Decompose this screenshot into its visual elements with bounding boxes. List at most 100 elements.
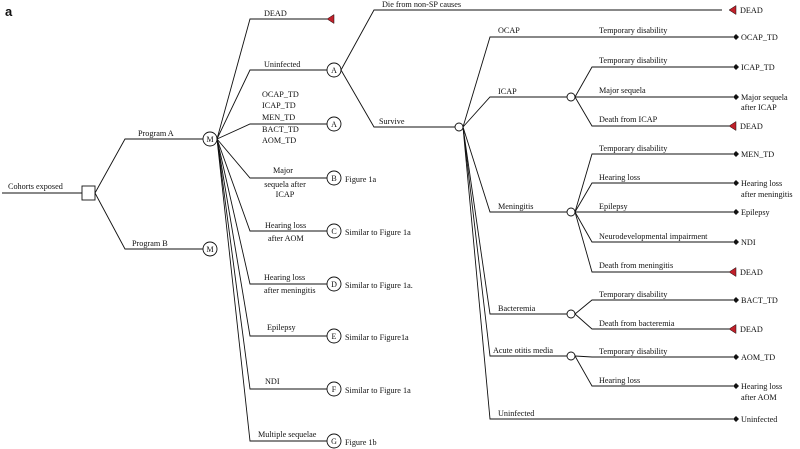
- svg-text:Uninfected: Uninfected: [741, 415, 777, 424]
- svg-text:ICAP: ICAP: [276, 190, 295, 199]
- root-branch: Cohorts exposed Program A Program B: [2, 129, 203, 250]
- svg-text:A: A: [331, 120, 337, 129]
- svg-text:M: M: [206, 135, 213, 144]
- reference-d: Similar to Figure 1a.: [345, 281, 413, 290]
- panel-label: a: [5, 4, 13, 19]
- svg-text:M: M: [206, 245, 213, 254]
- chance-node-m-a: M: [202, 131, 218, 147]
- program-b-label: Program B: [132, 239, 168, 248]
- svg-text:Acute otitis media: Acute otitis media: [493, 346, 553, 355]
- svg-text:Epilepsy: Epilepsy: [599, 202, 629, 211]
- chance-node-g: G: [326, 433, 342, 449]
- svg-text:Hearing loss: Hearing loss: [265, 221, 306, 230]
- svg-text:Hearing loss: Hearing loss: [741, 179, 782, 188]
- dead-terminal-icon: [728, 324, 737, 334]
- chance-node-meningitis: [566, 207, 576, 217]
- svg-text:after AOM: after AOM: [741, 393, 777, 402]
- svg-text:OCAP_TD: OCAP_TD: [741, 33, 778, 42]
- svg-text:Major sequela: Major sequela: [599, 86, 646, 95]
- chance-node-a-2: A: [326, 116, 342, 132]
- svg-text:Temporary disability: Temporary disability: [599, 290, 668, 299]
- svg-text:BACT_TD: BACT_TD: [741, 296, 778, 305]
- dead-terminal-icon: [728, 5, 737, 15]
- svg-text:Survive: Survive: [379, 117, 405, 126]
- terminal-diamond-icons: [733, 34, 739, 422]
- svg-text:after AOM: after AOM: [268, 234, 304, 243]
- chance-node-b: B: [326, 170, 342, 186]
- chance-node-m-b: M: [202, 241, 218, 257]
- branch-hearing-loss-men: Hearing loss after meningitis: [264, 273, 316, 295]
- chance-node-a-1: A: [326, 62, 342, 78]
- svg-text:AOM_TD: AOM_TD: [262, 136, 296, 145]
- svg-text:sequela after: sequela after: [264, 180, 306, 189]
- branch-td-list: OCAP_TD ICAP_TD MEN_TD BACT_TD AOM_TD: [262, 90, 299, 145]
- branch-uninfected-label: Uninfected: [264, 60, 300, 69]
- chance-node-survive: [454, 122, 464, 132]
- svg-text:OCAP: OCAP: [498, 26, 520, 35]
- svg-text:A: A: [331, 66, 337, 75]
- svg-text:Temporary disability: Temporary disability: [599, 56, 668, 65]
- svg-text:after meningitis: after meningitis: [741, 190, 793, 199]
- svg-text:ICAP_TD: ICAP_TD: [741, 63, 775, 72]
- svg-text:Epilepsy: Epilepsy: [741, 208, 771, 217]
- chance-node-f: F: [326, 381, 342, 397]
- reference-e: Similar to Figure1a: [345, 333, 409, 342]
- svg-text:Temporary disability: Temporary disability: [599, 144, 668, 153]
- dead-terminal-icon: [326, 14, 335, 24]
- svg-text:Major sequela: Major sequela: [741, 93, 788, 102]
- reference-g: Figure 1b: [345, 438, 377, 447]
- chance-node-bacteremia: [566, 309, 576, 319]
- program-a-branches: [216, 18, 327, 442]
- root-label: Cohorts exposed: [8, 182, 63, 191]
- branch-hearing-loss-aom: Hearing loss after AOM: [265, 221, 306, 243]
- chance-node-d: D: [326, 276, 342, 292]
- svg-text:Die from non-SP causes: Die from non-SP causes: [382, 0, 461, 9]
- branch-multiple-sequelae-label: Multiple sequelae: [258, 430, 317, 439]
- branch-epilepsy-label: Epilepsy: [267, 323, 297, 332]
- chance-node-e: E: [326, 328, 342, 344]
- reference-b: Figure 1a: [345, 175, 377, 184]
- svg-text:OCAP_TD: OCAP_TD: [262, 90, 299, 99]
- svg-text:DEAD: DEAD: [740, 6, 763, 15]
- svg-text:Death from meningitis: Death from meningitis: [599, 261, 673, 270]
- reference-c: Similar to Figure 1a: [345, 228, 411, 237]
- svg-text:ICAP: ICAP: [498, 87, 517, 96]
- dead-terminal-icon: [728, 121, 737, 131]
- svg-text:Meningitis: Meningitis: [498, 202, 533, 211]
- program-a-label: Program A: [138, 129, 174, 138]
- chance-node-aom: [566, 351, 576, 361]
- svg-text:Uninfected: Uninfected: [498, 409, 534, 418]
- chance-node-icap: [566, 92, 576, 102]
- svg-text:G: G: [331, 437, 337, 446]
- svg-text:Hearing loss: Hearing loss: [599, 173, 640, 182]
- branch-major-sequela: Major sequela after ICAP: [264, 166, 306, 199]
- svg-text:ICAP_TD: ICAP_TD: [262, 101, 296, 110]
- dead-terminal-icon: [728, 267, 737, 277]
- svg-text:Hearing loss: Hearing loss: [264, 273, 305, 282]
- subtree-a: Die from non-SP causes Survive DEAD OCAP…: [340, 0, 793, 424]
- svg-text:after ICAP: after ICAP: [741, 103, 777, 112]
- svg-text:MEN_TD: MEN_TD: [262, 113, 295, 122]
- svg-text:Bacteremia: Bacteremia: [498, 304, 536, 313]
- svg-text:Death from bacteremia: Death from bacteremia: [599, 319, 675, 328]
- svg-text:Temporary disability: Temporary disability: [599, 26, 668, 35]
- svg-text:DEAD: DEAD: [740, 268, 763, 277]
- svg-text:Hearing loss: Hearing loss: [599, 376, 640, 385]
- svg-text:DEAD: DEAD: [740, 122, 763, 131]
- svg-text:DEAD: DEAD: [740, 325, 763, 334]
- svg-text:D: D: [331, 280, 337, 289]
- svg-text:Hearing loss: Hearing loss: [741, 382, 782, 391]
- svg-text:Death from ICAP: Death from ICAP: [599, 115, 658, 124]
- svg-text:MEN_TD: MEN_TD: [741, 150, 774, 159]
- svg-text:C: C: [331, 227, 336, 236]
- svg-text:Temporary disability: Temporary disability: [599, 347, 668, 356]
- svg-text:F: F: [332, 385, 337, 394]
- reference-f: Similar to Figure 1a: [345, 386, 411, 395]
- branch-dead-label: DEAD: [264, 9, 287, 18]
- chance-node-c: C: [326, 223, 342, 239]
- svg-text:Major: Major: [273, 166, 293, 175]
- svg-text:B: B: [331, 174, 336, 183]
- svg-text:E: E: [332, 332, 337, 341]
- svg-text:after meningitis: after meningitis: [264, 286, 316, 295]
